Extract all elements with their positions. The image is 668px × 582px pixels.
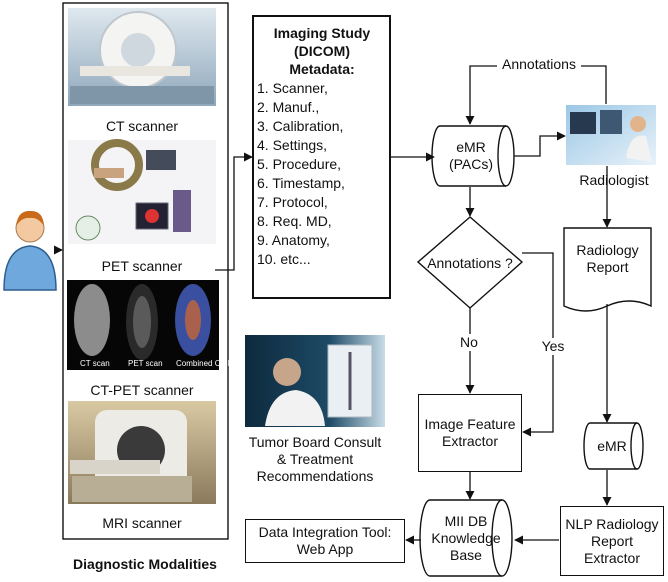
radiologist-label: Radiologist [579,172,649,188]
mri-scanner-image [68,401,216,504]
mii-db-node [419,499,513,577]
yes-label: Yes [536,338,570,355]
ct-scanner-image [68,8,216,106]
mii-db-label: MII DB Knowledge Base [431,512,501,563]
patient-icon [3,210,57,291]
metadata-item: 6. Timestamp, [257,175,345,191]
metadata-title: Imaging Study (DICOM) Metadata: [273,25,371,77]
metadata-item: 10. etc... [257,251,311,267]
nlp-extractor-box: NLP Radiology Report Extractor [560,506,664,576]
metadata-item: 2. Manuf., [257,99,320,115]
decision-label: Annotations ? [427,254,513,271]
modalities-panel [62,2,229,540]
diagnostic-modalities-label: Diagnostic Modalities [73,556,217,572]
metadata-item: 8. Req. MD, [257,213,332,229]
emr-node [583,422,644,470]
metadata-item: 5. Procedure, [257,156,342,172]
pet-scanner-label: PET scanner [101,258,183,274]
metadata-item: 3. Calibration, [257,118,344,134]
annotations-loop-label: Annotations [497,56,581,73]
metadata-item: 1. Scanner, [257,80,328,96]
mri-scanner-label: MRI scanner [102,515,182,531]
tumor-board-caption: Tumor Board Consult & Treatment Recommen… [248,434,382,484]
emr-pacs-label: eMR (PACs) [448,139,494,172]
ct-pet-scanner-image: CT scan PET scan Combined CT-PET scan [67,280,262,370]
ct-scan-caption: CT scan [80,359,110,368]
metadata-item: 9. Anatomy, [257,232,330,248]
metadata-content: Imaging Study (DICOM) Metadata: 1. Scann… [256,24,388,269]
combined-scan-caption: Combined CT-PET scan [176,359,262,368]
tumor-board-image [245,335,385,427]
radiology-report-label: Radiology Report [576,242,639,275]
metadata-item: 4. Settings, [257,137,328,153]
radiologist-image [566,105,656,165]
ct-scanner-label: CT scanner [105,118,179,134]
ct-pet-scanner-label: CT-PET scanner [90,382,194,398]
no-label: No [452,334,486,351]
emr-label: eMR [597,437,627,454]
emr-pacs-node [431,125,515,187]
pet-scanner-image [68,139,216,244]
pet-scan-caption: PET scan [128,359,163,368]
data-integration-tool-box: Data Integration Tool: Web App [245,519,405,563]
metadata-list: 1. Scanner, 2. Manuf., 3. Calibration, 4. S… [256,79,388,269]
image-feature-extractor-box: Image Feature Extractor [418,394,522,472]
metadata-item: 7. Protocol, [257,194,328,210]
metadata-box [252,15,391,299]
